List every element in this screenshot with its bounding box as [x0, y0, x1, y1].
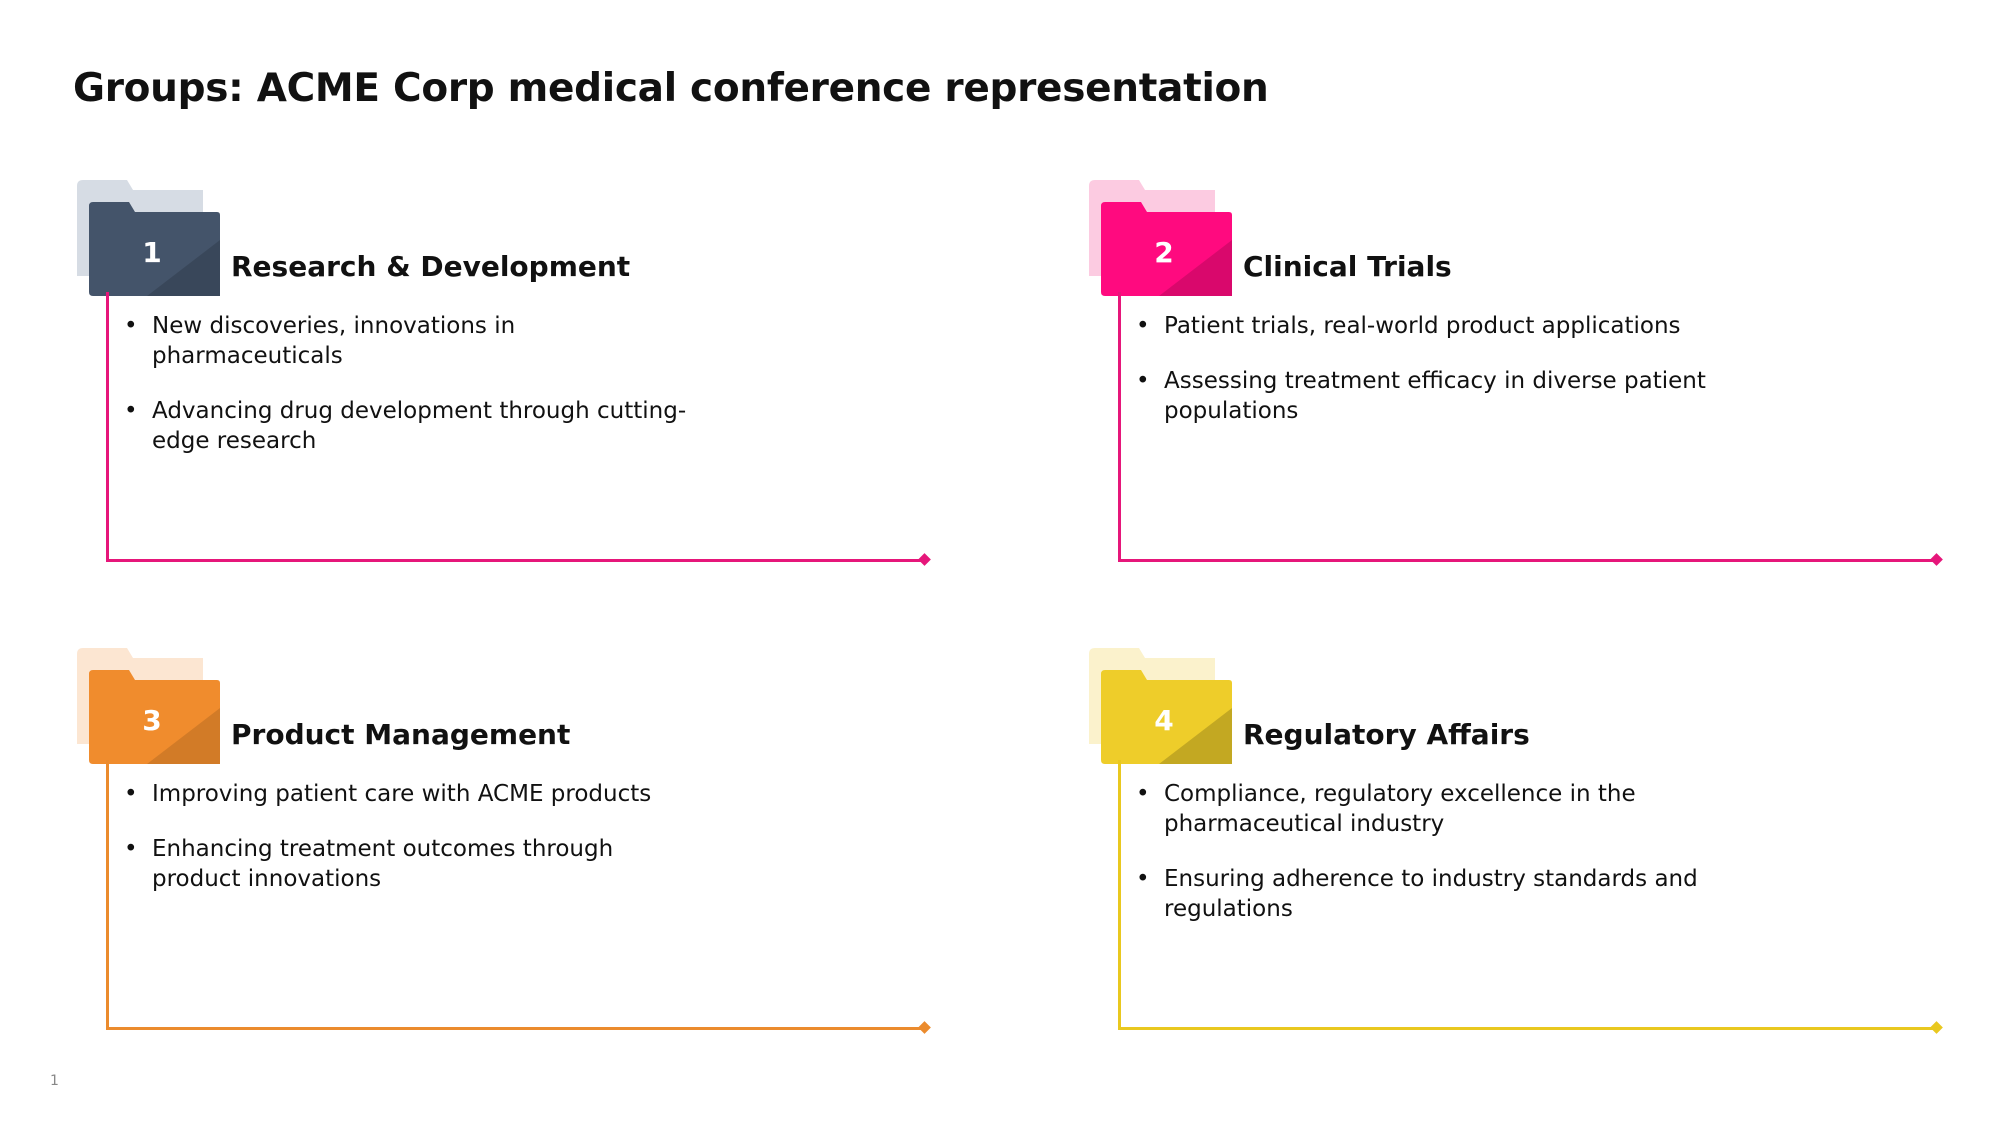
- group-connector-horizontal: [1118, 559, 1938, 562]
- group-heading: Regulatory Affairs: [1243, 718, 1530, 751]
- group-connector-horizontal: [1118, 1027, 1938, 1030]
- bullet-list: New discoveries, innovations in pharmace…: [124, 311, 694, 481]
- bullet-item: Enhancing treatment outcomes through pro…: [124, 834, 694, 894]
- diamond-marker-icon: [918, 553, 931, 566]
- bullet-item: Advancing drug development through cutti…: [124, 396, 694, 456]
- group-heading: Clinical Trials: [1243, 250, 1452, 283]
- group-research-development: 1 Research & Development New discoveries…: [74, 178, 974, 598]
- bullet-list: Compliance, regulatory excellence in the…: [1136, 779, 1706, 949]
- bullet-item: Ensuring adherence to industry standards…: [1136, 864, 1706, 924]
- bullet-list: Patient trials, real-world product appli…: [1136, 311, 1706, 451]
- folder-icon: [1089, 646, 1249, 766]
- group-regulatory-affairs: 4 Regulatory Affairs Compliance, regulat…: [1086, 646, 1986, 1066]
- group-connector-vertical: [1118, 292, 1121, 562]
- group-product-management: 3 Product Management Improving patient c…: [74, 646, 974, 1066]
- group-connector-vertical: [1118, 760, 1121, 1030]
- bullet-item: New discoveries, innovations in pharmace…: [124, 311, 694, 371]
- group-number: 1: [142, 236, 162, 269]
- bullet-item: Improving patient care with ACME product…: [124, 779, 694, 809]
- bullet-list: Improving patient care with ACME product…: [124, 779, 694, 919]
- folder-icon: [77, 646, 237, 766]
- group-number: 4: [1154, 704, 1174, 737]
- bullet-item: Compliance, regulatory excellence in the…: [1136, 779, 1706, 839]
- bullet-item: Patient trials, real-world product appli…: [1136, 311, 1706, 341]
- folder-icon: [1089, 178, 1249, 298]
- page-number: 1: [50, 1073, 59, 1089]
- group-connector-vertical: [106, 760, 109, 1030]
- group-connector-horizontal: [106, 559, 926, 562]
- group-heading: Product Management: [231, 718, 571, 751]
- group-number: 2: [1154, 236, 1174, 269]
- page-title: Groups: ACME Corp medical conference rep…: [73, 66, 1269, 111]
- group-clinical-trials: 2 Clinical Trials Patient trials, real-w…: [1086, 178, 1986, 598]
- folder-icon: [77, 178, 237, 298]
- group-connector-horizontal: [106, 1027, 926, 1030]
- group-heading: Research & Development: [231, 250, 631, 283]
- group-number: 3: [142, 704, 162, 737]
- bullet-item: Assessing treatment efficacy in diverse …: [1136, 366, 1706, 426]
- diamond-marker-icon: [918, 1021, 931, 1034]
- group-connector-vertical: [106, 292, 109, 562]
- diamond-marker-icon: [1930, 553, 1943, 566]
- diamond-marker-icon: [1930, 1021, 1943, 1034]
